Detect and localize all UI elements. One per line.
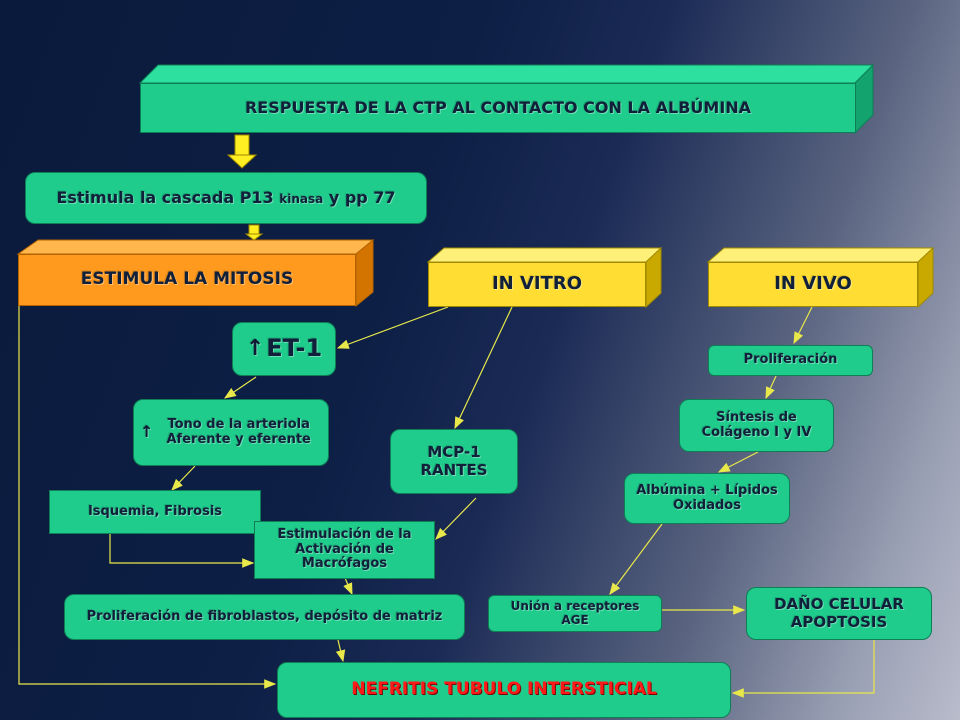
cascade-part3: y pp 77: [323, 187, 396, 207]
isquemia-text: Isquemia, Fibrosis: [87, 503, 223, 519]
block-arrows: [226, 134, 264, 241]
union-text: Unión a receptores AGE: [510, 598, 640, 627]
up-arrow-icon: ↑: [140, 422, 154, 442]
dano-node: DAÑO CELULAR APOPTOSIS: [746, 587, 932, 640]
cascade-text: Estimula la cascada P13 kinasa y pp 77: [56, 187, 396, 207]
isquemia-node: Isquemia, Fibrosis: [49, 490, 261, 534]
union-node: Unión a receptores AGE: [488, 595, 662, 632]
proliferacion-text: Proliferación: [743, 352, 838, 368]
in-vivo-node: IN VIVO: [708, 262, 918, 307]
albumina-node: Albúmina + Lípidos Oxidados: [624, 473, 790, 524]
mitosis-text: ESTIMULA LA MITOSIS: [80, 269, 294, 290]
up-arrow-icon: ↑: [245, 336, 265, 362]
macrofagos-node: Estimulación de la Activación de Macrófa…: [254, 521, 435, 579]
fibroblastos-node: Proliferación de fibroblastos, depósito …: [64, 594, 465, 640]
fibroblastos-text: Proliferación de fibroblastos, depósito …: [86, 608, 443, 624]
albumina-text: Albúmina + Lípidos Oxidados: [636, 482, 778, 513]
in-vitro-node: IN VITRO: [428, 262, 646, 307]
cascade-part1: Estimula la cascada P13: [56, 187, 280, 207]
in-vivo-text: IN VIVO: [774, 273, 852, 295]
mcp-node: MCP-1 RANTES: [390, 429, 518, 494]
mcp-text: MCP-1 RANTES: [420, 443, 488, 479]
et1-text: ET-1: [266, 334, 323, 363]
cascade-node: Estimula la cascada P13 kinasa y pp 77: [25, 172, 427, 224]
dano-text: DAÑO CELULAR APOPTOSIS: [774, 595, 904, 631]
in-vitro-text: IN VITRO: [491, 273, 583, 295]
nefritis-node: NEFRITIS TUBULO INTERSTICIAL: [277, 662, 731, 718]
tono-text: Tono de la arteriola Aferente y eferente: [166, 416, 311, 447]
cascade-part2: kinasa: [279, 191, 324, 206]
tono-node: ↑ Tono de la arteriola Aferente y eferen…: [133, 399, 329, 466]
macrofagos-text: Estimulación de la Activación de Macrófa…: [277, 526, 412, 572]
title-box: RESPUESTA DE LA CTP AL CONTACTO CON LA A…: [140, 83, 856, 133]
title-text: RESPUESTA DE LA CTP AL CONTACTO CON LA A…: [244, 97, 752, 117]
colageno-node: Síntesis de Colágeno I y IV: [679, 399, 834, 452]
mitosis-node: ESTIMULA LA MITOSIS: [18, 254, 356, 306]
colageno-text: Síntesis de Colágeno I y IV: [701, 409, 812, 440]
proliferacion-node: Proliferación: [708, 345, 873, 376]
et1-node: ↑ ET-1: [232, 322, 336, 376]
nefritis-text: NEFRITIS TUBULO INTERSTICIAL: [351, 679, 657, 700]
